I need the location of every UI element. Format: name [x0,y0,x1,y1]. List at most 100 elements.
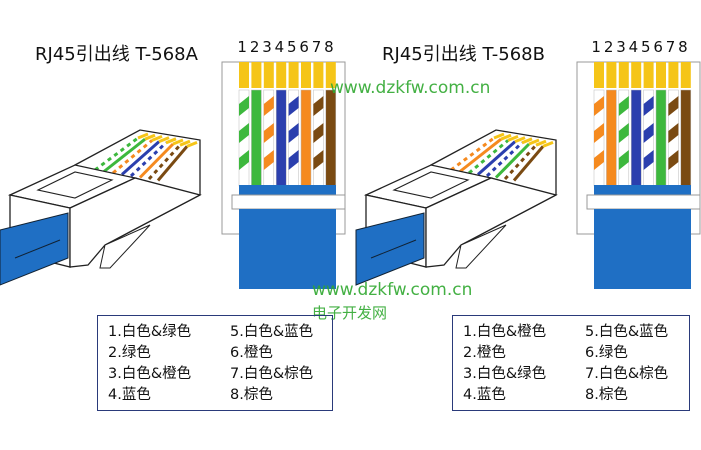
wire-stripe [288,150,299,170]
wire-8 [325,89,337,187]
wire-stripe [288,96,299,116]
gold-contact [263,62,274,88]
gold-contact [594,62,604,88]
latch-window [36,171,114,199]
legend-item: 3.白色&橙色 [108,366,192,382]
front-view-connector [221,61,346,289]
gold-contact [288,62,299,88]
wire-stripe [594,96,604,116]
wire-2 [103,138,146,173]
wire-7 [147,144,182,181]
pin-number: 6 [299,38,309,56]
wire-stripe [643,150,654,170]
legend-item: 7.白色&棕色 [585,366,669,382]
wire-stripe [618,150,629,170]
title-t568a: RJ45引出线 T-568A [35,44,198,65]
wire-stripe [263,123,274,143]
cable [355,212,425,286]
gold-contact [528,138,540,146]
wire-stripe [485,141,524,178]
gold-contact [165,137,177,145]
gold-contact [313,62,324,88]
panel-t568a [0,61,346,289]
gold-contact [301,62,311,88]
gold-contact [618,62,629,88]
cable [0,212,69,286]
gold-contact [251,62,262,88]
legend-item: 7.白色&棕色 [230,366,314,382]
wire-8 [680,89,692,187]
wire-4 [630,89,642,187]
gold-contact [179,139,191,147]
wire-stripe [112,139,153,175]
wire-stripe [643,123,654,143]
legend-t568a: 1.白色&绿色 2.绿色 3.白色&橙色 4.蓝色 5.白色&蓝色 6.橙色 7… [97,315,333,411]
wire-6 [300,89,312,187]
legend-t568b: 1.白色&橙色 2.橙色 3.白色&绿色 4.蓝色 5.白色&蓝色 6.绿色 7… [452,315,690,411]
pin-number: 7 [665,38,676,56]
gold-contact [493,132,505,140]
wire-stripe [288,123,299,143]
gold-contact [521,137,533,145]
wire-stripe [313,123,324,143]
legend-item: 1.白色&绿色 [108,324,192,340]
gold-contact [514,136,526,143]
pin-number: 8 [678,38,688,56]
wire-stripe [239,123,249,143]
cable-jacket [594,185,691,195]
strain-relief-band [231,194,346,210]
latch-window [392,171,470,199]
wire-stripe [239,96,249,116]
pin-number: 5 [286,38,297,56]
pin-number: 2 [249,38,260,56]
gold-contact [643,62,654,88]
wire-8 [512,145,545,182]
pin-number: 3 [616,38,626,56]
latch [99,224,151,269]
wire-stripe [668,123,679,143]
wire-stripe [668,150,679,170]
pin-number: 7 [311,38,322,56]
gold-contact [144,133,156,141]
gold-contact [186,141,198,148]
gold-contact [680,62,691,88]
gold-contact [325,62,336,88]
wire-8 [156,145,189,182]
legend-item: 5.白色&蓝色 [585,324,669,340]
gold-contact [137,132,149,140]
legend-item: 2.橙色 [463,345,506,361]
pin-number: 5 [640,38,651,56]
side-view-connector [355,129,558,286]
gold-contact [606,62,617,88]
wire-stripe [643,96,654,116]
wire-stripe [313,96,324,116]
legend-item: 8.棕色 [585,387,628,403]
wire-stripe [313,150,324,170]
cable [239,209,336,289]
gold-contact [276,62,287,88]
panel-t568b [355,61,701,289]
legend-item: 4.蓝色 [463,387,506,403]
wire-4 [477,140,516,176]
wire-6 [655,89,667,187]
wire-stripe [239,150,249,170]
pin-number: 4 [274,38,285,56]
cable-line [370,239,417,259]
wire-4 [121,140,160,176]
legend-item: 6.橙色 [230,345,273,361]
wire-stripe [618,123,629,143]
cable-jacket [239,185,336,195]
legend-item: 8.棕色 [230,387,273,403]
title-t568b: RJ45引出线 T-568B [382,44,545,65]
wire-stripe [618,96,629,116]
wire-2 [251,89,262,187]
wire-7 [503,144,538,181]
wire-stripe [129,141,168,178]
legend-item: 3.白色&绿色 [463,366,547,382]
watermark-site: 电子开发网 [312,304,388,322]
pin-number: 1 [591,38,601,56]
